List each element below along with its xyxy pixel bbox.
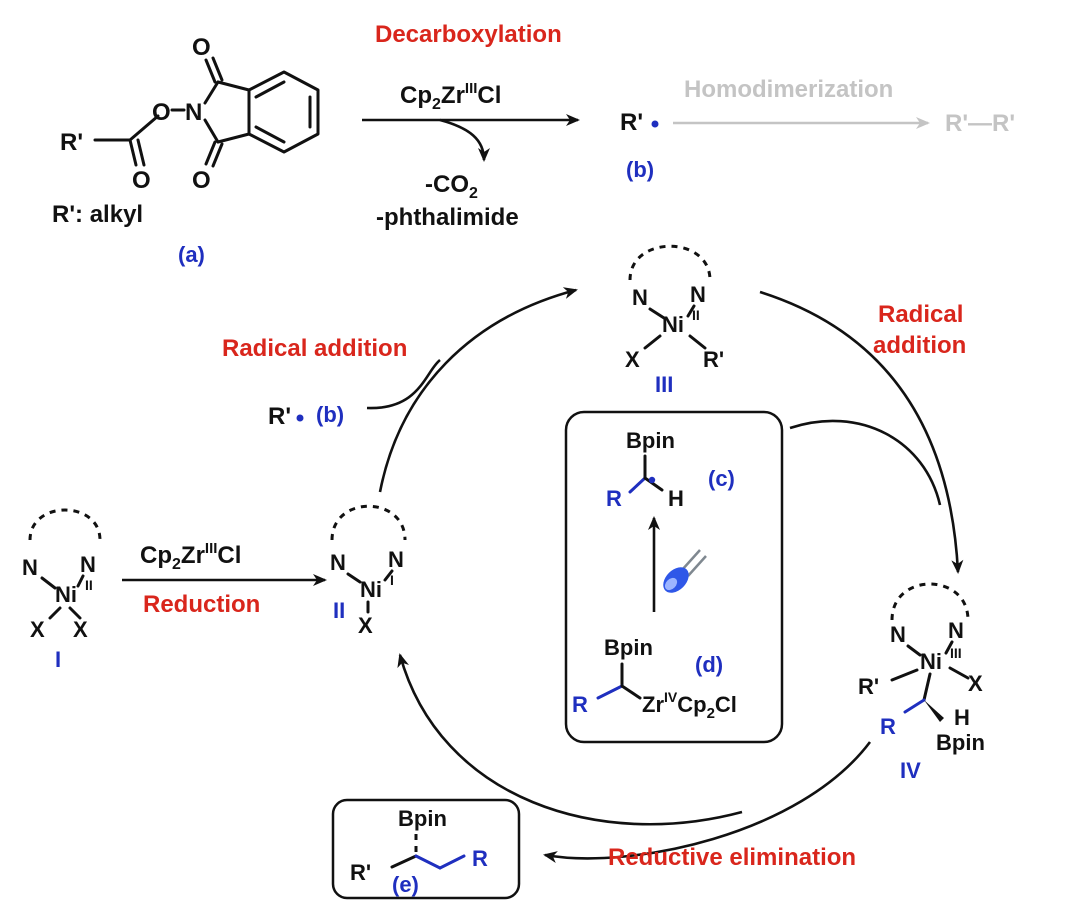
tag-b-top: (b) bbox=[626, 157, 654, 182]
svg-text:R': R' bbox=[703, 347, 724, 372]
cycle-arrow-III-to-IV bbox=[759, 290, 964, 574]
product-box: Bpin R' R (e) bbox=[331, 798, 521, 900]
svg-text:N: N bbox=[388, 547, 404, 572]
svg-text:Ni: Ni bbox=[920, 649, 942, 674]
blue-led-icon bbox=[663, 549, 707, 593]
svg-text:N: N bbox=[22, 555, 38, 580]
r-c: R bbox=[606, 486, 622, 511]
complex-III: N N Ni II X R' III bbox=[625, 244, 724, 397]
imide-o-top: O bbox=[192, 34, 211, 61]
radical-addition-left-label: Radical addition bbox=[222, 335, 407, 362]
svg-text:N: N bbox=[330, 550, 346, 575]
zr-d: ZrIVCp2Cl bbox=[642, 689, 737, 722]
carbonyl-o: O bbox=[132, 167, 151, 194]
product-frame bbox=[331, 798, 521, 900]
decarboxylation-step: Decarboxylation Cp2ZrIIICl -CO2 -phthali… bbox=[362, 21, 1015, 231]
imide-o-bottom: O bbox=[192, 167, 211, 194]
substrate-r-label: R' bbox=[60, 129, 83, 156]
co2-release-arrow bbox=[439, 118, 490, 162]
tag-a: (a) bbox=[178, 242, 205, 267]
svg-text:II: II bbox=[85, 577, 93, 593]
svg-text:N: N bbox=[890, 622, 906, 647]
svg-text:N: N bbox=[632, 285, 648, 310]
svg-text:II: II bbox=[692, 307, 700, 323]
cycle-arrow-IV-to-II bbox=[397, 653, 743, 826]
photolysis-box: Bpin R H (c) Bpin R ZrIVCp2Cl (d) bbox=[564, 410, 784, 744]
svg-text:I: I bbox=[390, 572, 394, 588]
catalytic-cycle-arrows bbox=[122, 287, 964, 863]
svg-text:Ni: Ni bbox=[662, 312, 684, 337]
svg-text:X: X bbox=[968, 671, 983, 696]
radical-dot bbox=[651, 120, 659, 128]
r-prime-e: R' bbox=[350, 860, 371, 885]
substrate-a: R' O O N O O R': alkyl (a) bbox=[52, 34, 320, 267]
imide-n: N bbox=[185, 99, 202, 126]
reduction-label: Reduction bbox=[143, 591, 260, 618]
decarboxylation-title: Decarboxylation bbox=[375, 21, 562, 48]
radical-b-top-label: R' bbox=[620, 109, 643, 136]
radical-dot bbox=[296, 414, 304, 422]
svg-text:X: X bbox=[358, 613, 373, 638]
tag-b-left: (b) bbox=[316, 402, 344, 427]
alkyl-label: R': alkyl bbox=[52, 201, 143, 228]
svg-text:X: X bbox=[73, 617, 88, 642]
r-d: R bbox=[572, 692, 588, 717]
svg-text:Ni: Ni bbox=[55, 582, 77, 607]
reductive-elimination-arrow bbox=[543, 741, 872, 863]
complex-II: N N Ni I X II bbox=[330, 504, 407, 638]
homodimerization-label: Homodimerization bbox=[684, 76, 893, 103]
tag-III: III bbox=[655, 372, 673, 397]
phthalimide-loss: -phthalimide bbox=[376, 204, 519, 231]
radical-addition-right-line1: Radical bbox=[878, 301, 963, 328]
svg-text:N: N bbox=[690, 282, 706, 307]
dimer-product: R'—R' bbox=[945, 110, 1015, 137]
tag-c: (c) bbox=[708, 466, 735, 491]
cycle-arrow-II-to-III bbox=[378, 287, 578, 493]
decarb-reagent: Cp2ZrIIICl bbox=[400, 80, 501, 113]
radical-addition-right-line2: addition bbox=[873, 332, 966, 359]
co2-loss: -CO2 bbox=[425, 171, 478, 202]
radical-c-entry-arrow bbox=[789, 419, 942, 506]
tag-e: (e) bbox=[392, 872, 419, 897]
svg-text:X: X bbox=[30, 617, 45, 642]
ester-o: O bbox=[152, 99, 171, 126]
bpin-d: Bpin bbox=[604, 635, 653, 660]
svg-text:Ni: Ni bbox=[360, 577, 382, 602]
bpin-e: Bpin bbox=[398, 806, 447, 831]
h-c: H bbox=[668, 486, 684, 511]
complex-I: N N Ni II X X I bbox=[22, 508, 102, 672]
svg-text:R': R' bbox=[858, 674, 879, 699]
radical-b-entry-arrow bbox=[366, 358, 441, 410]
radical-b-left-label: R' bbox=[268, 403, 291, 430]
complex-IV: N N Ni III R' X R H Bpin IV bbox=[858, 582, 985, 783]
tag-I: I bbox=[55, 647, 61, 672]
reduction-reagent: Cp2ZrIIICl bbox=[140, 540, 241, 573]
r-e: R bbox=[472, 846, 488, 871]
svg-text:N: N bbox=[948, 618, 964, 643]
bpin-c: Bpin bbox=[626, 428, 675, 453]
svg-text:N: N bbox=[80, 552, 96, 577]
reductive-elimination-label: Reductive elimination bbox=[608, 844, 856, 871]
svg-text:H: H bbox=[954, 705, 970, 730]
tag-d: (d) bbox=[695, 652, 723, 677]
svg-text:Bpin: Bpin bbox=[936, 730, 985, 755]
svg-text:X: X bbox=[625, 347, 640, 372]
tag-II: II bbox=[333, 598, 345, 623]
svg-text:III: III bbox=[950, 645, 962, 661]
tag-IV: IV bbox=[900, 758, 921, 783]
svg-text:R: R bbox=[880, 714, 896, 739]
